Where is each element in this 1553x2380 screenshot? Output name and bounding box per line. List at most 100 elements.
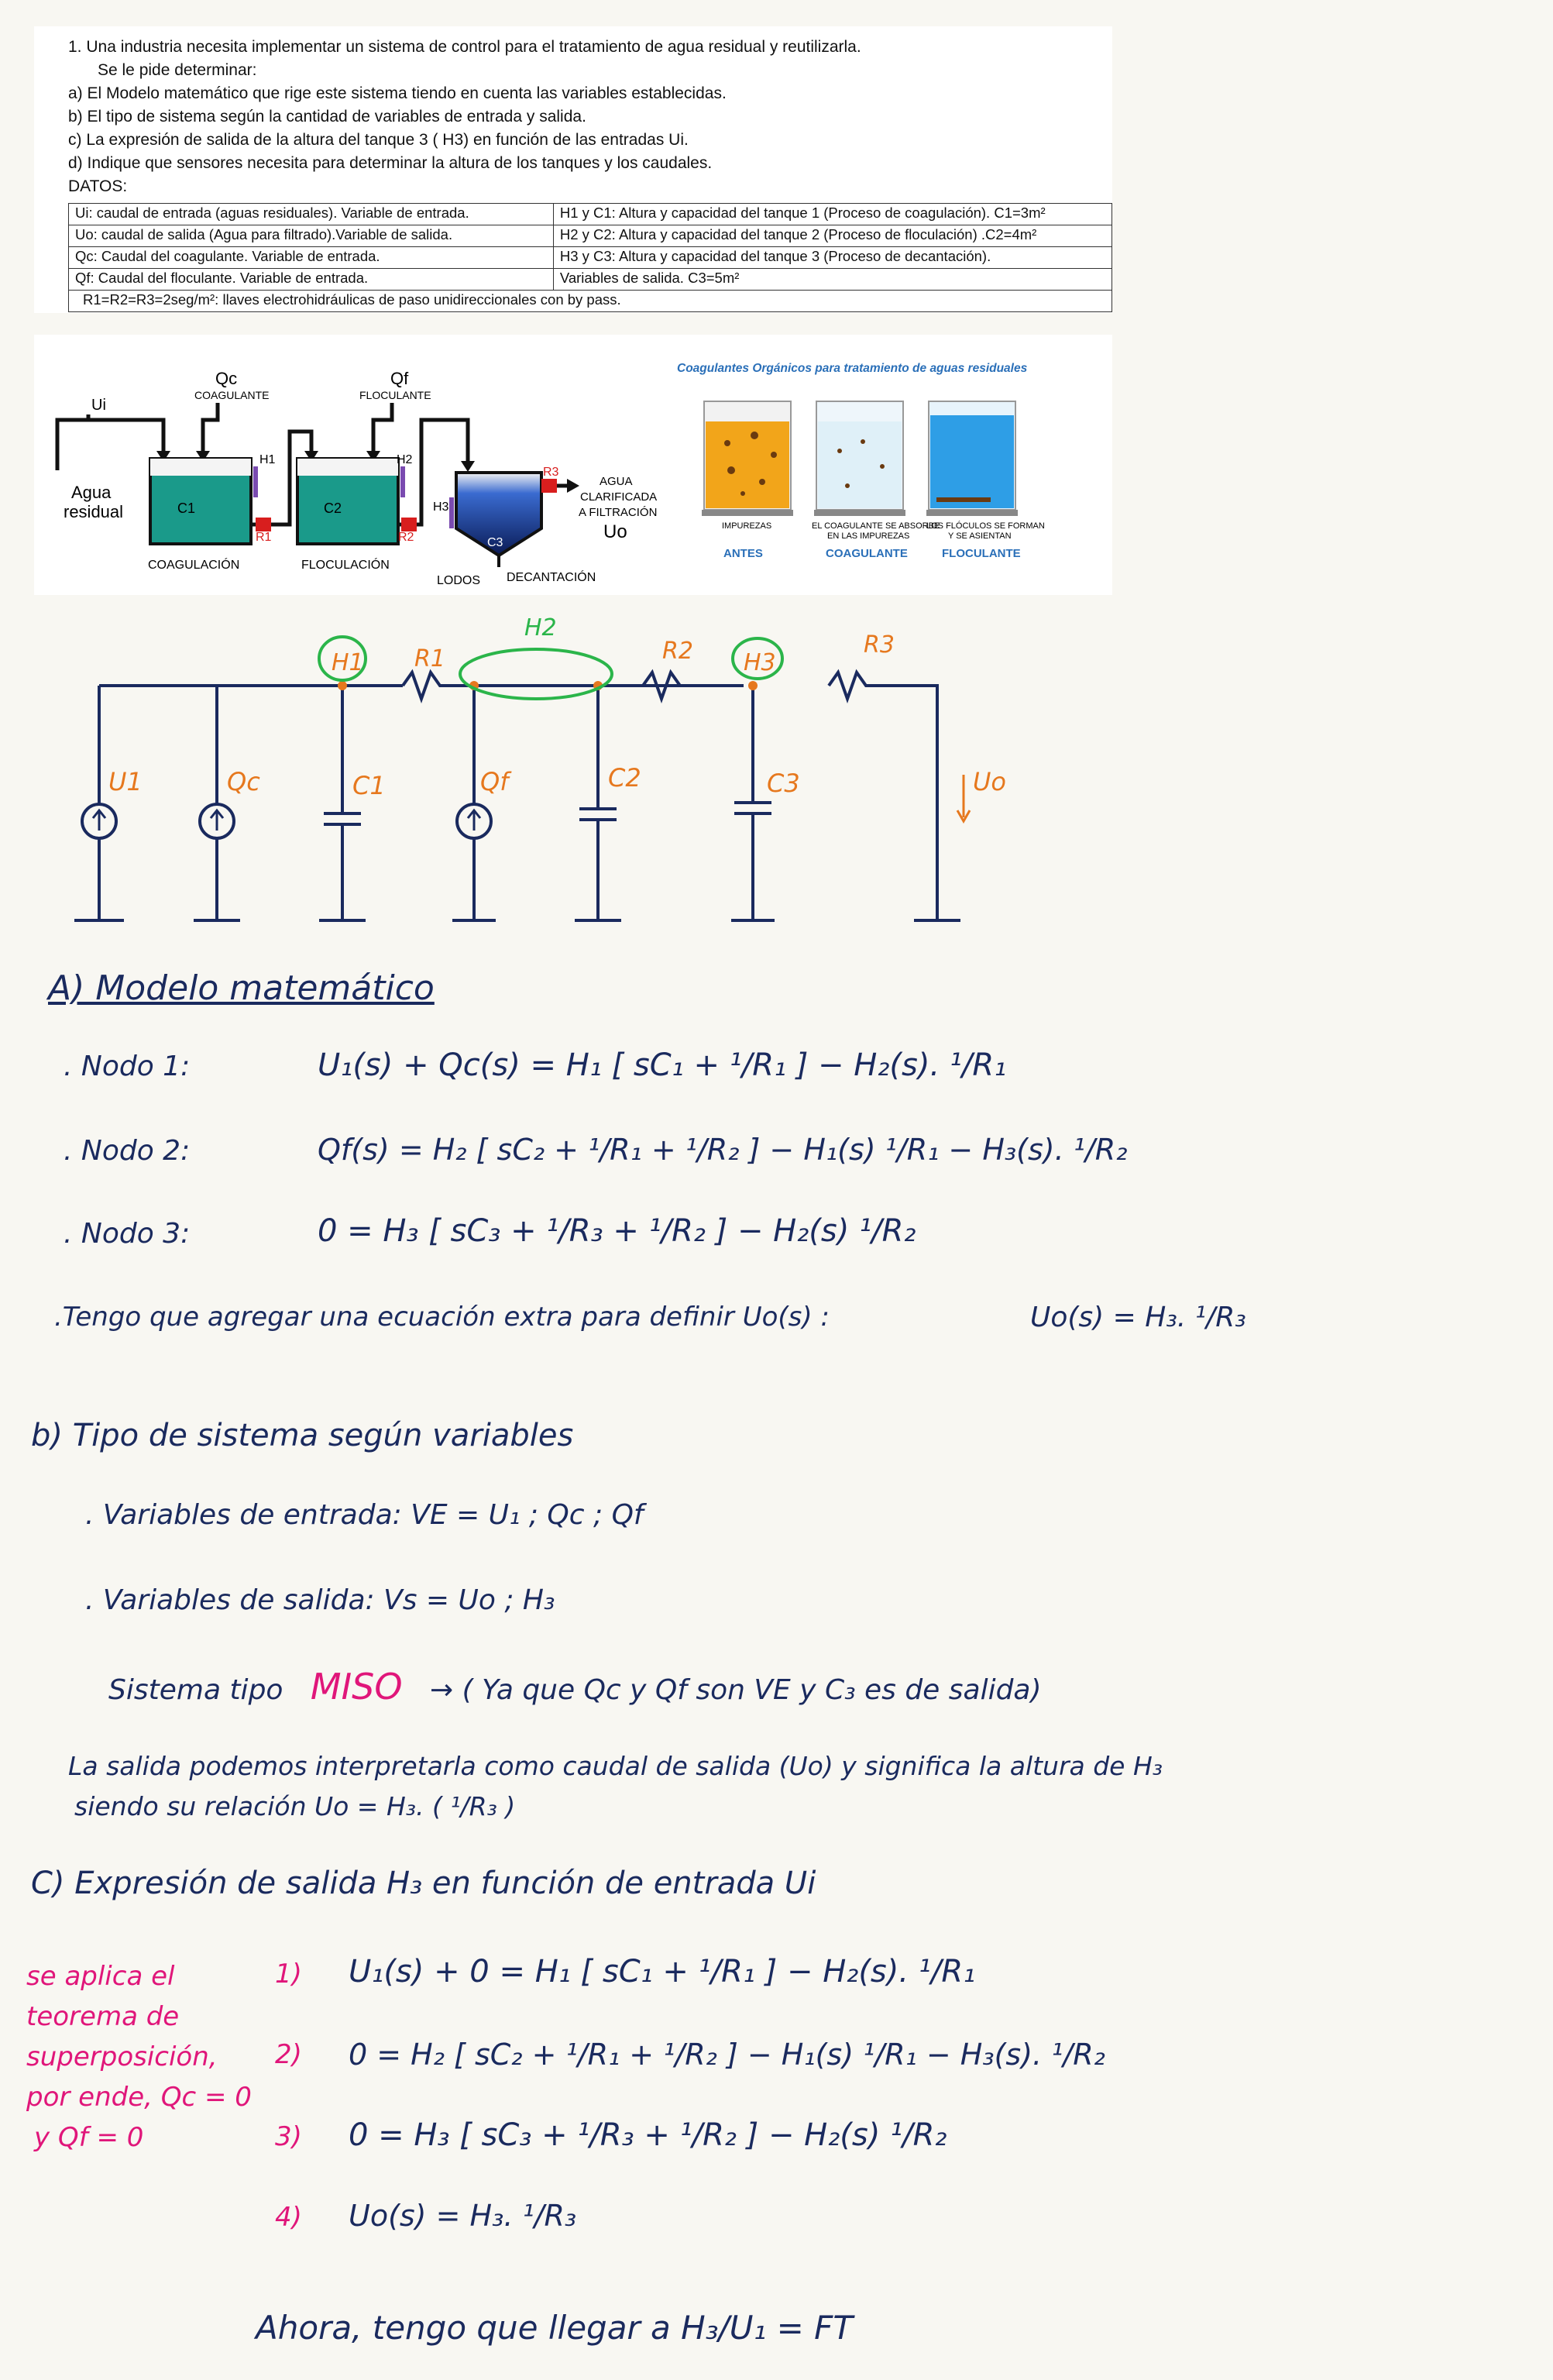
table-footer: R1=R2=R3=2seg/m²: llaves electrohidráuli… [68, 290, 1112, 312]
table-cell: Qc: Caudal del coagulante. Variable de e… [68, 246, 554, 269]
coagulante-label: COAGULANTE [194, 389, 269, 401]
b-entrada: . Variables de entrada: VE = U₁ ; Qc ; Q… [85, 1499, 644, 1531]
circuit-r3: R3 [864, 631, 895, 659]
c3-label: C3 [487, 536, 503, 549]
problem-line: DATOS: [68, 177, 128, 195]
floculante-label: FLOCULANTE [359, 389, 431, 401]
problem-line: 1. Una industria necesita implementar un… [68, 38, 861, 56]
datos-table: Ui: caudal de entrada (aguas residuales)… [68, 203, 1113, 312]
ui-pipe [86, 414, 166, 456]
b-miso: MISO [310, 1666, 403, 1708]
plant-diagram: Ui Qc COAGULANTE C1 H1 Agua residual COA… [55, 362, 1045, 587]
extra-equation-note: .Tengo que agregar una ecuación extra pa… [54, 1302, 830, 1333]
nodo3-equation: 0 = H₃ [ sC₃ + ¹/R₃ + ¹/R₂ ] − H₂(s) ¹/R… [318, 1213, 916, 1249]
arrow-down-icon [366, 451, 380, 462]
node-1-ring [318, 635, 367, 682]
qc-label: Qc [215, 369, 237, 388]
r3-valve [541, 479, 557, 493]
nodo2-label: . Nodo 2: [64, 1135, 191, 1167]
coagulacion-label: COAGULACIÓN [148, 557, 239, 572]
arrow-down-icon [196, 451, 210, 462]
node-3-dot [748, 681, 758, 690]
section-c-title: C) Expresión de salida H₃ en función de … [31, 1866, 816, 1901]
nodo3-label: . Nodo 3: [64, 1218, 191, 1250]
beaker-antes [702, 401, 793, 516]
node-2-ring [459, 648, 613, 700]
nodo1-label: . Nodo 1: [64, 1051, 191, 1082]
circuit-u1: U1 [108, 767, 143, 796]
nodo2-equation: Qf(s) = H₂ [ sC₂ + ¹/R₁ + ¹/R₂ ] − H₁(s)… [318, 1133, 1128, 1167]
arrow-down-icon [156, 451, 170, 462]
b-interpretation-1: La salida podemos interpretarla como cau… [68, 1751, 1163, 1781]
tank-c3 [455, 471, 543, 558]
plant-figure: Ui Qc COAGULANTE C1 H1 Agua residual COA… [34, 335, 1112, 595]
floculacion-label: FLOCULACIÓN [301, 557, 390, 572]
agua-label: Agua [71, 483, 112, 502]
b-salida: . Variables de salida: Vs = Uo ; H₃ [85, 1584, 555, 1616]
c-step-3: 3) [275, 2121, 302, 2152]
circuit-diagram: H1 R1 H2 R2 H3 R3 U1 Qc C1 Qf C2 C3 Uo [74, 614, 1006, 922]
h1-label: H1 [259, 453, 276, 466]
h3-label: H3 [433, 500, 449, 514]
c-step-1: 1) [275, 1959, 302, 1990]
residual-label: residual [64, 502, 123, 521]
table-cell: Ui: caudal de entrada (aguas residuales)… [68, 203, 554, 225]
circuit-c2: C2 [608, 763, 641, 793]
qf-label: Qf [390, 369, 409, 388]
b-sistema-pre: Sistema tipo [108, 1674, 283, 1706]
filtracion-label: A FILTRACIÓN [579, 506, 657, 519]
c-equation-2: 0 = H₂ [ sC₂ + ¹/R₁ + ¹/R₂ ] − H₁(s) ¹/R… [349, 2038, 1105, 2072]
problem-statement: 1. Una industria necesita implementar un… [34, 26, 1113, 313]
arrow-right-icon [567, 479, 579, 493]
b-sistema-line: Sistema tipo MISO → ( Ya que Qc y Qf son… [108, 1666, 1042, 1708]
b-interpretation-2: siendo su relación Uo = H₃. ( ¹/R₃ ) [74, 1791, 516, 1821]
circuit-qc: Qc [227, 767, 260, 796]
label-antes: ANTES [723, 547, 763, 560]
circuit-c1: C1 [352, 771, 386, 800]
c-equation-4: Uo(s) = H₃. ¹/R₃ [349, 2199, 577, 2233]
beaker-floculante [926, 401, 1018, 516]
r2-label: R2 [398, 531, 414, 544]
final-goal: Ahora, tengo que llegar a H₃/U₁ = FT [256, 2309, 853, 2347]
table-row: R1=R2=R3=2seg/m²: llaves electrohidráuli… [68, 290, 1112, 312]
caption-coag-1: EL COAGULANTE SE ABSORBE [812, 521, 940, 531]
problem-line: c) La expresión de salida de la altura d… [68, 131, 689, 149]
arrow-down-icon [956, 775, 971, 824]
r3-label: R3 [543, 466, 559, 479]
superposition-line: por ende, Qc = 0 [26, 2082, 252, 2113]
superposition-line: teorema de [26, 2001, 180, 2032]
caption-floc-2: Y SE ASIENTAN [948, 531, 1012, 541]
resistor-r1 [401, 669, 744, 704]
resistor-r3 [827, 669, 939, 920]
circuit-uo: Uo [973, 767, 1006, 796]
clarificada-label: CLARIFICADA [580, 490, 657, 504]
beaker-coagulante [814, 401, 905, 516]
c2-label: C2 [324, 500, 342, 516]
c-equation-3: 0 = H₃ [ sC₃ + ¹/R₃ + ¹/R₂ ] − H₂(s) ¹/R… [349, 2117, 947, 2153]
node-3-ring [731, 637, 784, 680]
caption-floc-1: LOS FLÓCULOS SE FORMAN [926, 521, 1045, 531]
section-a-title: A) Modelo matemático [48, 968, 435, 1008]
r1-valve [256, 518, 271, 531]
r1-label: R1 [256, 531, 272, 544]
capacitor-c2 [579, 807, 617, 821]
circuit-c3: C3 [767, 769, 800, 798]
caption-impurezas: IMPUREZAS [722, 521, 771, 531]
ui-pipe-left [55, 418, 88, 470]
h2-sensor [400, 466, 405, 497]
circuit-h2: H2 [524, 614, 557, 641]
extra-equation: Uo(s) = H₃. ¹/R₃ [1030, 1302, 1246, 1333]
capacitor-c1 [324, 812, 361, 826]
arrow-down-icon [461, 461, 475, 472]
qf-pipe [371, 403, 394, 456]
c-step-2: 2) [275, 2039, 302, 2070]
table-cell: Variables de salida. C3=5m² [552, 268, 1113, 291]
table-cell: Uo: caudal de salida (Agua para filtrado… [68, 225, 554, 247]
r2-valve [401, 518, 417, 531]
b-sistema-post: → ( Ya que Qc y Qf son VE y C₃ es de sal… [430, 1674, 1042, 1706]
table-row: Ui: caudal de entrada (aguas residuales)… [68, 203, 1113, 225]
side-title: Coagulantes Orgánicos para tratamiento d… [677, 362, 1028, 375]
table-cell: H3 y C3: Altura y capacidad del tanque 3… [552, 246, 1113, 269]
pipe-1-2 [251, 429, 314, 527]
